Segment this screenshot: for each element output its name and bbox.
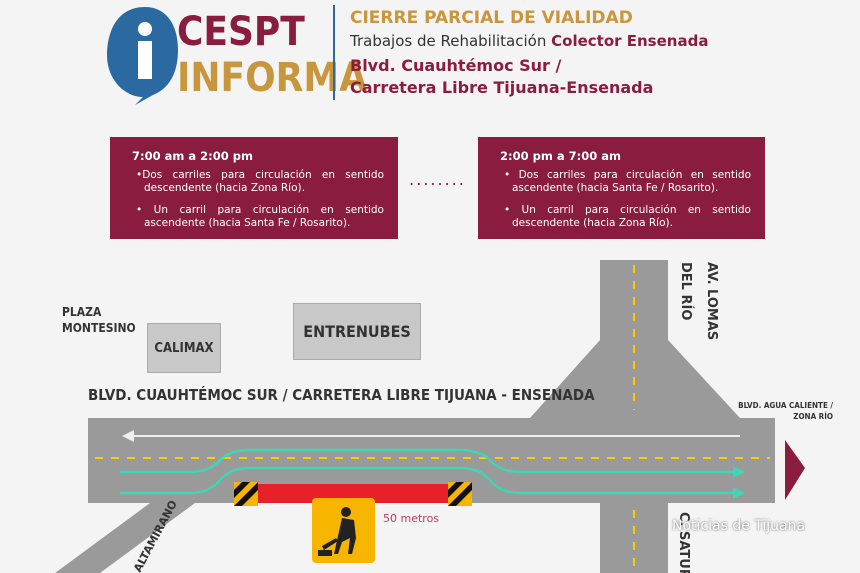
- schedule-time: 7:00 am a 2:00 pm: [132, 149, 253, 163]
- entrenubes-label: ENTRENUBES: [293, 303, 421, 360]
- barrier-right: [448, 482, 472, 506]
- location-1: Blvd. Cuauhtémoc Sur /: [350, 56, 562, 75]
- schedule-item: • Un carril para circulación en sentido …: [136, 204, 384, 229]
- agua-caliente-label: BLVD. AGUA CALIENTE / ZONA RÍO: [735, 400, 833, 422]
- logo-bottom: INFORMA: [177, 55, 368, 101]
- saturnino-label: C. SATUR: [676, 512, 691, 573]
- logo: CESPT INFORMA: [105, 5, 367, 105]
- separator: ........: [409, 170, 466, 189]
- title: CIERRE PARCIAL DE VIALIDAD: [350, 8, 633, 28]
- schedule-afternoon: 2:00 pm a 7:00 am • Dos carriles para ci…: [478, 137, 765, 239]
- logo-top: CESPT: [177, 9, 305, 55]
- closure-zone: [258, 484, 448, 503]
- main-road-label: BLVD. CUAUHTÉMOC SUR / CARRETERA LIBRE T…: [88, 386, 595, 404]
- av-lomas-label-2: DEL RÍO: [678, 262, 694, 320]
- plaza-label: PLAZA MONTESINO: [62, 305, 136, 335]
- schedule-morning: 7:00 am a 2:00 pm •Dos carriles para cir…: [110, 137, 398, 239]
- barrier-left: [234, 482, 258, 506]
- subtitle: Trabajos de Rehabilitación: [350, 32, 547, 50]
- schedule-time: 2:00 pm a 7:00 am: [500, 149, 621, 163]
- distance-label: 50 metros: [383, 512, 440, 525]
- direction-arrow: [785, 440, 805, 500]
- info-drop-icon: [107, 7, 178, 105]
- schedule-item: • Dos carriles para circulación en senti…: [504, 169, 751, 194]
- agua-caliente-1: BLVD. AGUA CALIENTE /: [738, 401, 833, 410]
- calimax-label: CALIMAX: [147, 323, 221, 373]
- watermark: Noticias de Tijuana: [672, 518, 806, 534]
- schedule-item: • Un carril para circulación en sentido …: [504, 204, 751, 229]
- av-lomas-label-1: AV. LOMAS: [704, 262, 719, 340]
- schedule-item: •Dos carriles para circulación en sentid…: [136, 169, 384, 194]
- subtitle-bold: Colector Ensenada: [551, 32, 709, 50]
- location-2: Carretera Libre Tijuana-Ensenada: [350, 78, 654, 97]
- road-work-icon: [312, 498, 375, 563]
- agua-caliente-2: ZONA RÍO: [793, 412, 833, 421]
- divider: [333, 5, 335, 100]
